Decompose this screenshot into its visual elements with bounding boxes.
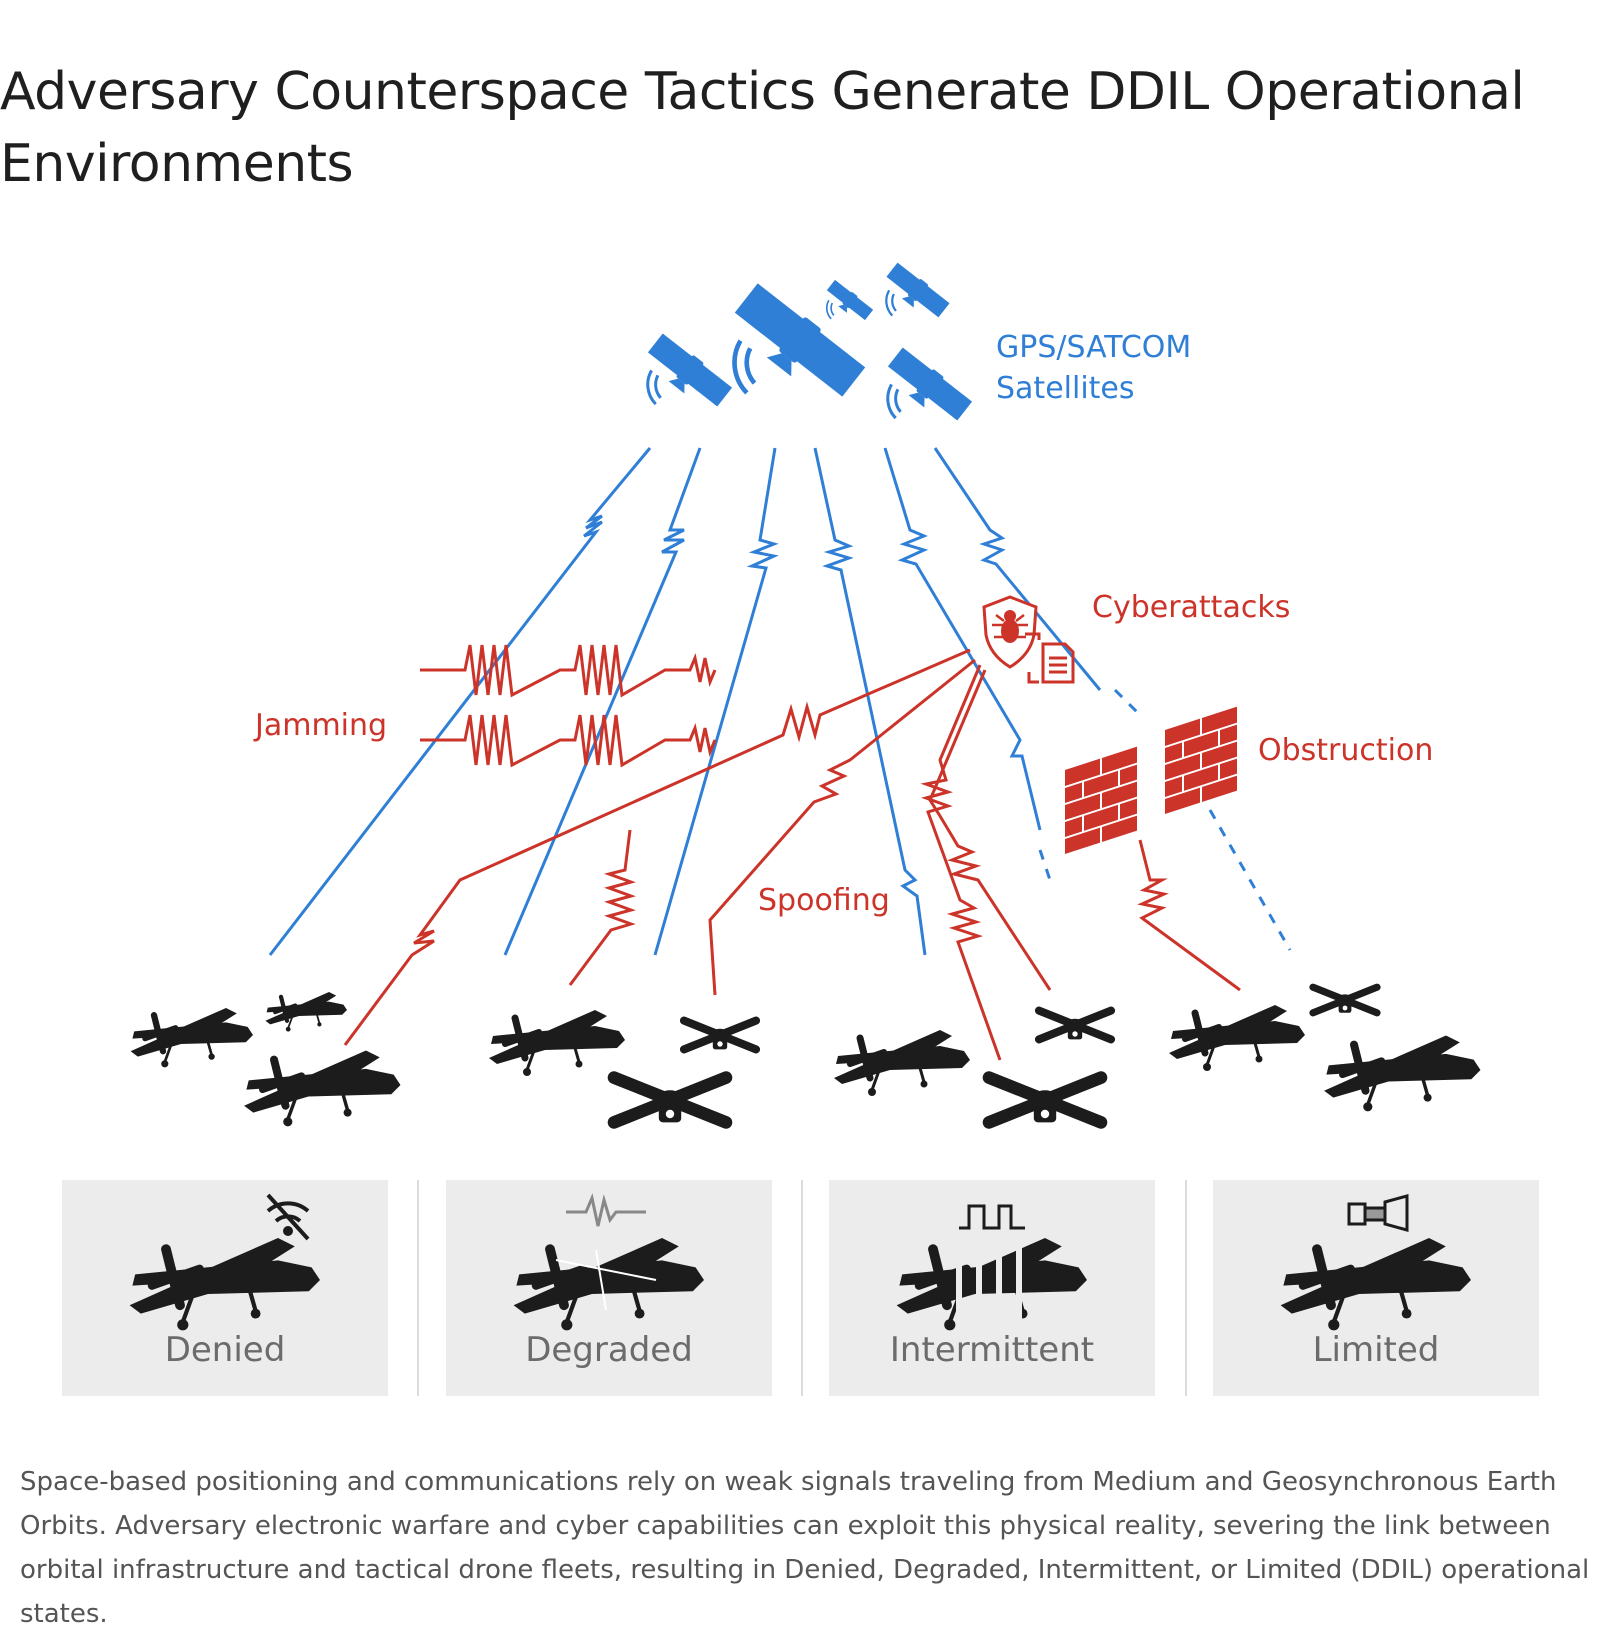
card-divider: [417, 1180, 419, 1396]
state-label: Denied: [164, 1330, 286, 1370]
state-label: Intermittent: [889, 1330, 1095, 1370]
ddil-diagram: GPS/SATCOM Satellites Cyberattacks Jammi…: [0, 259, 1600, 1130]
card-divider: [1185, 1180, 1187, 1396]
denied-drone-icon: [62, 1193, 388, 1396]
pulse-signal-icon: [959, 1204, 1025, 1230]
limited-drone-icon: [1213, 1194, 1539, 1396]
satellite-icon: [868, 259, 952, 341]
signal-links: [268, 447, 1292, 956]
bug-shield-icon: [982, 595, 1038, 669]
drone-fleet-2: [489, 1010, 756, 1122]
state-card-denied: Denied: [62, 1180, 388, 1396]
threat-links: [343, 644, 1241, 1061]
satellite-icon: [813, 277, 875, 337]
cyberattacks-label: Cyberattacks: [1092, 590, 1290, 625]
satellite-icon: [863, 343, 976, 451]
intermittent-drone-icon: [829, 1204, 1155, 1396]
state-card-intermittent: Intermittent: [829, 1180, 1155, 1396]
state-label: Degraded: [525, 1330, 693, 1370]
degraded-drone-icon: [446, 1193, 772, 1396]
card-divider: [801, 1180, 803, 1396]
satellite-icon: [623, 329, 736, 437]
drone-fleet-4: [1169, 987, 1481, 1111]
drone-fleet-3: [834, 1011, 1111, 1123]
no-signal-icon: [266, 1193, 310, 1241]
state-card-degraded: Degraded: [446, 1180, 772, 1396]
document-icon: [1025, 632, 1075, 684]
state-label: Limited: [1312, 1330, 1440, 1370]
satellites-label: GPS/SATCOM: [996, 330, 1191, 365]
brick-wall-icon: [1063, 745, 1139, 856]
satellites-label-line2: Satellites: [996, 371, 1135, 406]
noisy-waveform-icon: [566, 1193, 646, 1227]
obstruction-label: Obstruction: [1258, 733, 1433, 768]
page-title: Adversary Counterspace Tactics Generate …: [0, 62, 1525, 194]
caption: Space-based positioning and communicatio…: [20, 1467, 1590, 1629]
narrow-beam-icon: [1347, 1194, 1409, 1232]
spoofing-label: Spoofing: [758, 883, 890, 918]
brick-wall-icon: [1163, 705, 1239, 816]
satellite-icon: [700, 281, 867, 441]
jamming-label: Jamming: [253, 708, 387, 743]
drone-fleet-1: [131, 992, 401, 1126]
state-card-limited: Limited: [1213, 1180, 1539, 1396]
